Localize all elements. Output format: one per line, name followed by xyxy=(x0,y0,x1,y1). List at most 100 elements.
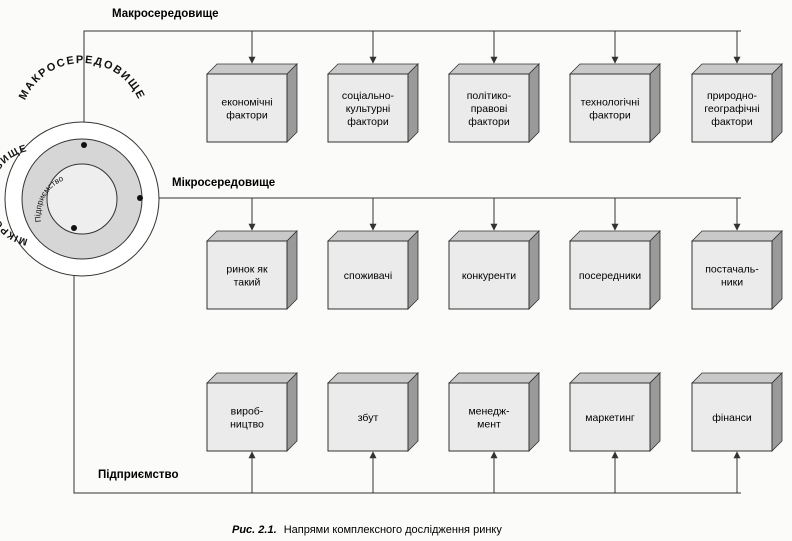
box-top-face xyxy=(691,63,783,75)
box-label-line: посередники xyxy=(579,270,641,282)
box-label-line: постачаль- xyxy=(705,264,759,276)
box-top-face xyxy=(206,230,298,242)
box-side-face xyxy=(286,372,298,452)
box-side-face xyxy=(407,372,419,452)
micro-junction-dot xyxy=(137,195,143,201)
enterprise-bus-line xyxy=(73,228,741,494)
micro-environment-label: Мікросередовище xyxy=(172,177,275,189)
box-top-face xyxy=(691,230,783,242)
box-side-face xyxy=(407,230,419,310)
enterprise-box-1: вироб-ництво xyxy=(206,372,298,452)
box-label-line: мент xyxy=(477,419,501,431)
box-label-line: конкуренти xyxy=(462,270,516,282)
box-front-face xyxy=(327,382,409,452)
box-label-line: культурні xyxy=(346,103,391,115)
box-side-face xyxy=(286,63,298,143)
box-side-face xyxy=(528,230,540,310)
box-label-line: фактори xyxy=(347,116,389,128)
micro-box-5: постачаль-ники xyxy=(691,230,783,310)
box-side-face xyxy=(528,372,540,452)
box-label-line: фактори xyxy=(468,116,510,128)
box-label-line: географічні xyxy=(704,103,759,115)
box-front-face xyxy=(569,73,651,143)
box-label-line: такий xyxy=(234,277,261,289)
box-front-face xyxy=(206,73,288,143)
connector-lines xyxy=(73,30,741,494)
environment-circles: МАКРОСЕРЕДОВИЩЕ МІКРОСЕРЕДОВИЩЕ Підприєм… xyxy=(0,54,160,277)
box-label-line: збут xyxy=(358,412,379,424)
box-side-face xyxy=(407,63,419,143)
box-front-face xyxy=(691,73,773,143)
micro-box-3: конкуренти xyxy=(448,230,540,310)
box-side-face xyxy=(528,63,540,143)
box-label-line: споживачі xyxy=(344,270,392,282)
box-side-face xyxy=(286,230,298,310)
box-side-face xyxy=(649,372,661,452)
enterprise-box-4: маркетинг xyxy=(569,372,661,452)
box-label-line: природно- xyxy=(707,90,758,102)
enterprise-box-3: менедж-мент xyxy=(448,372,540,452)
box-top-face xyxy=(327,372,419,384)
box-front-face xyxy=(691,382,773,452)
micro-box-2: споживачі xyxy=(327,230,419,310)
box-top-face xyxy=(691,372,783,384)
box-top-face xyxy=(569,230,661,242)
enterprise-circle xyxy=(46,163,118,235)
box-top-face xyxy=(327,230,419,242)
box-front-face xyxy=(448,382,530,452)
box-label-line: фактори xyxy=(711,116,753,128)
box-label-line: політико- xyxy=(467,90,512,102)
box-side-face xyxy=(649,63,661,143)
macro-circle-label: МАКРОСЕРЕДОВИЩЕ xyxy=(17,54,147,102)
box-label-line: ництво xyxy=(230,419,264,431)
enterprise-box-5: фінанси xyxy=(691,372,783,452)
box-top-face xyxy=(448,372,540,384)
box-front-face xyxy=(691,240,773,310)
box-front-face xyxy=(569,382,651,452)
box-front-face xyxy=(327,240,409,310)
enterprise-junction-dot xyxy=(71,225,77,231)
caption-text: Напрями комплексного дослідження ринку xyxy=(284,524,503,536)
macro-environment-label: Макросередовище xyxy=(112,8,219,20)
box-top-face xyxy=(206,372,298,384)
box-top-face xyxy=(448,63,540,75)
box-label-line: фактори xyxy=(226,110,268,122)
box-side-face xyxy=(649,230,661,310)
box-side-face xyxy=(771,372,783,452)
box-label-line: фактори xyxy=(589,110,631,122)
box-top-face xyxy=(569,372,661,384)
box-label-line: фінанси xyxy=(712,412,752,424)
box-front-face xyxy=(448,240,530,310)
enterprise-box-2: збут xyxy=(327,372,419,452)
box-label-line: маркетинг xyxy=(585,412,635,424)
box-top-face xyxy=(206,63,298,75)
box-top-face xyxy=(327,63,419,75)
box-label-line: соціально- xyxy=(342,90,395,102)
box-label-line: економічні xyxy=(221,97,272,109)
micro-box-4: посередники xyxy=(569,230,661,310)
box-side-face xyxy=(771,230,783,310)
box-label-line: вироб- xyxy=(231,406,264,418)
box-front-face xyxy=(206,240,288,310)
box-top-face xyxy=(569,63,661,75)
box-label-line: ринок як xyxy=(226,264,268,276)
figure-caption: Рис. 2.1. Напрями комплексного досліджен… xyxy=(232,524,502,536)
box-front-face xyxy=(327,73,409,143)
macro-bus-line xyxy=(83,30,741,145)
box-label-line: менедж- xyxy=(468,406,510,418)
box-front-face xyxy=(448,73,530,143)
enterprise-label: Підприємство xyxy=(98,469,178,481)
box-top-face xyxy=(448,230,540,242)
box-side-face xyxy=(771,63,783,143)
box-front-face xyxy=(206,382,288,452)
box-label-line: ники xyxy=(721,277,743,289)
macro-junction-dot xyxy=(81,142,87,148)
caption-prefix: Рис. 2.1. xyxy=(232,524,277,536)
